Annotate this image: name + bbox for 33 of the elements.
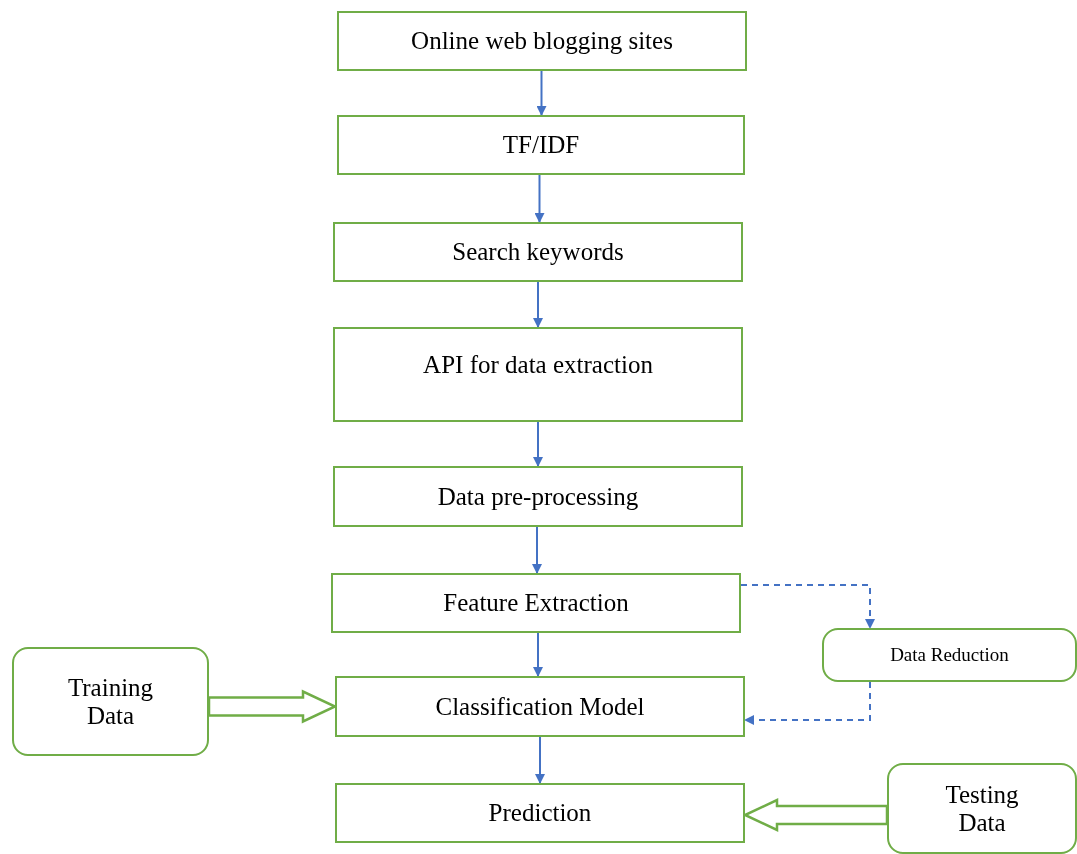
arrow [533, 632, 543, 677]
process-box [333, 222, 743, 282]
node-label: Online web blogging sites [411, 27, 673, 55]
node-label: Testing Data [944, 780, 1020, 837]
dashed-arrow [740, 584, 875, 629]
process-box [335, 783, 745, 843]
node-label: Training Data [66, 673, 155, 730]
rounded-box [822, 628, 1077, 682]
arrow [534, 174, 545, 223]
process-box [333, 327, 743, 422]
node-label: Feature Extraction [443, 589, 629, 617]
dashed-arrow [744, 681, 871, 725]
rounded-box [887, 763, 1077, 854]
node-label: Classification Model [435, 692, 645, 721]
process-box [337, 11, 747, 71]
arrow [533, 281, 543, 328]
node-label: Search keywords [452, 238, 624, 266]
block-arrow [207, 689, 338, 724]
node-label: TF/IDF [502, 131, 580, 159]
process-box [337, 115, 745, 175]
arrow [532, 526, 542, 574]
arrow [536, 70, 547, 116]
node-label: API for data extraction [423, 351, 653, 379]
arrow [533, 421, 543, 467]
process-box [331, 573, 741, 633]
node-label: Data pre-processing [437, 482, 639, 511]
block-arrow [742, 798, 889, 832]
rounded-box [12, 647, 209, 756]
node-label: Data Reduction [890, 644, 1009, 666]
process-box [335, 676, 745, 737]
arrow [535, 736, 545, 784]
node-label: Prediction [488, 799, 592, 827]
process-box [333, 466, 743, 527]
